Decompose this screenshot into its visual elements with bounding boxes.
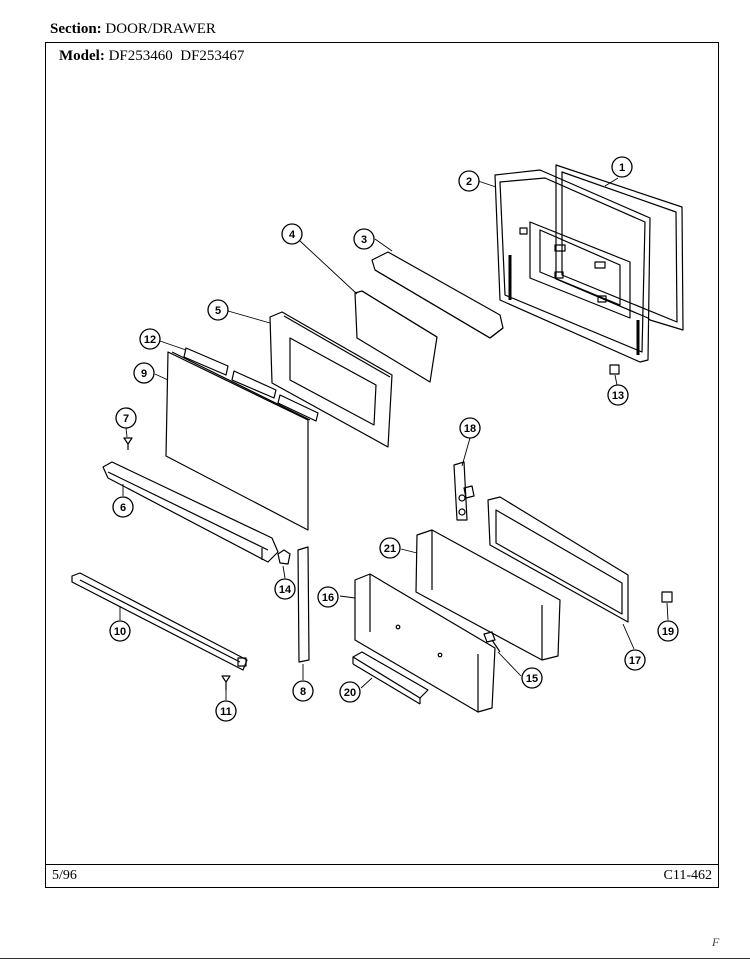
part-8-side-trim: [297, 546, 310, 663]
callout-5: 5: [207, 299, 229, 321]
footer-date: 5/96: [52, 868, 77, 883]
callout-12: 12: [139, 328, 161, 350]
part-17-drawer-back: [487, 496, 629, 623]
model-header: Model: DF253460 DF253467: [59, 48, 244, 65]
callout-16: 16: [317, 586, 339, 608]
svg-text:18: 18: [464, 423, 476, 435]
section-label: Section:: [50, 21, 102, 37]
callout-10: 10: [109, 620, 131, 642]
callout-3: 3: [353, 228, 375, 250]
svg-text:5: 5: [215, 305, 221, 317]
svg-text:1: 1: [619, 162, 625, 174]
callout-7: 7: [115, 407, 137, 429]
svg-text:2: 2: [466, 176, 472, 188]
part-9-outer-door-panel: [165, 351, 311, 531]
svg-text:6: 6: [120, 502, 126, 514]
svg-text:9: 9: [141, 368, 147, 380]
footer-page-code: C11-462: [663, 868, 712, 883]
model-value: DF253460 DF253467: [108, 48, 245, 64]
svg-text:21: 21: [384, 543, 396, 555]
svg-text:3: 3: [361, 234, 367, 246]
part-16-drawer-front: [354, 573, 496, 713]
svg-text:11: 11: [220, 706, 232, 718]
page-bottom-rule: [0, 958, 750, 959]
part-20-drawer-strip: [352, 651, 429, 705]
part-10-drawer-rail: [71, 572, 248, 671]
callout-1: 1: [611, 156, 633, 178]
part-12-insulation-strips: [183, 347, 319, 422]
part-11-screw: [221, 675, 231, 690]
svg-text:4: 4: [289, 229, 296, 241]
svg-text:13: 13: [612, 390, 624, 402]
svg-text:12: 12: [144, 334, 156, 346]
part-14-clip: [277, 549, 291, 565]
callout-9: 9: [133, 362, 155, 384]
section-header: Section: DOOR/DRAWER: [50, 21, 216, 38]
callout-2: 2: [458, 170, 480, 192]
svg-text:15: 15: [526, 673, 538, 685]
callout-4: 4: [281, 223, 303, 245]
callout-19: 19: [657, 620, 679, 642]
part-2-inner-door-panel: [494, 169, 651, 363]
callout-18: 18: [459, 417, 481, 439]
callout-13: 13: [607, 384, 629, 406]
callout-20: 20: [339, 681, 361, 703]
svg-text:10: 10: [114, 626, 126, 638]
leader-lines: [119, 177, 669, 700]
svg-text:17: 17: [629, 655, 641, 667]
part-5-window-frame: [269, 311, 393, 448]
corner-mark: F: [712, 935, 720, 949]
part-19-clip: [661, 591, 673, 603]
part-6-handle: [102, 461, 279, 563]
part-4-glass-panel: [354, 290, 438, 383]
svg-text:16: 16: [322, 592, 334, 604]
svg-text:7: 7: [123, 413, 129, 425]
callout-14: 14: [274, 578, 296, 600]
callout-6: 6: [112, 496, 134, 518]
section-value: DOOR/DRAWER: [105, 21, 216, 37]
part-13-clip: [609, 364, 620, 375]
callout-17: 17: [624, 649, 646, 671]
diagram-frame: [45, 42, 719, 888]
svg-text:14: 14: [279, 584, 292, 596]
svg-text:20: 20: [344, 687, 356, 699]
part-21-drawer-panel: [415, 529, 561, 661]
callout-21: 21: [379, 537, 401, 559]
part-7-screw: [123, 437, 133, 450]
callout-11: 11: [215, 700, 237, 722]
part-15-screw: [483, 631, 501, 653]
model-label: Model:: [59, 48, 105, 64]
part-18-hinge: [453, 461, 475, 521]
svg-text:8: 8: [300, 686, 306, 698]
callout-15: 15: [521, 667, 543, 689]
footer-divider: [45, 864, 719, 865]
part-3-top-trim: [371, 251, 504, 339]
callout-8: 8: [292, 680, 314, 702]
svg-text:19: 19: [662, 626, 674, 638]
